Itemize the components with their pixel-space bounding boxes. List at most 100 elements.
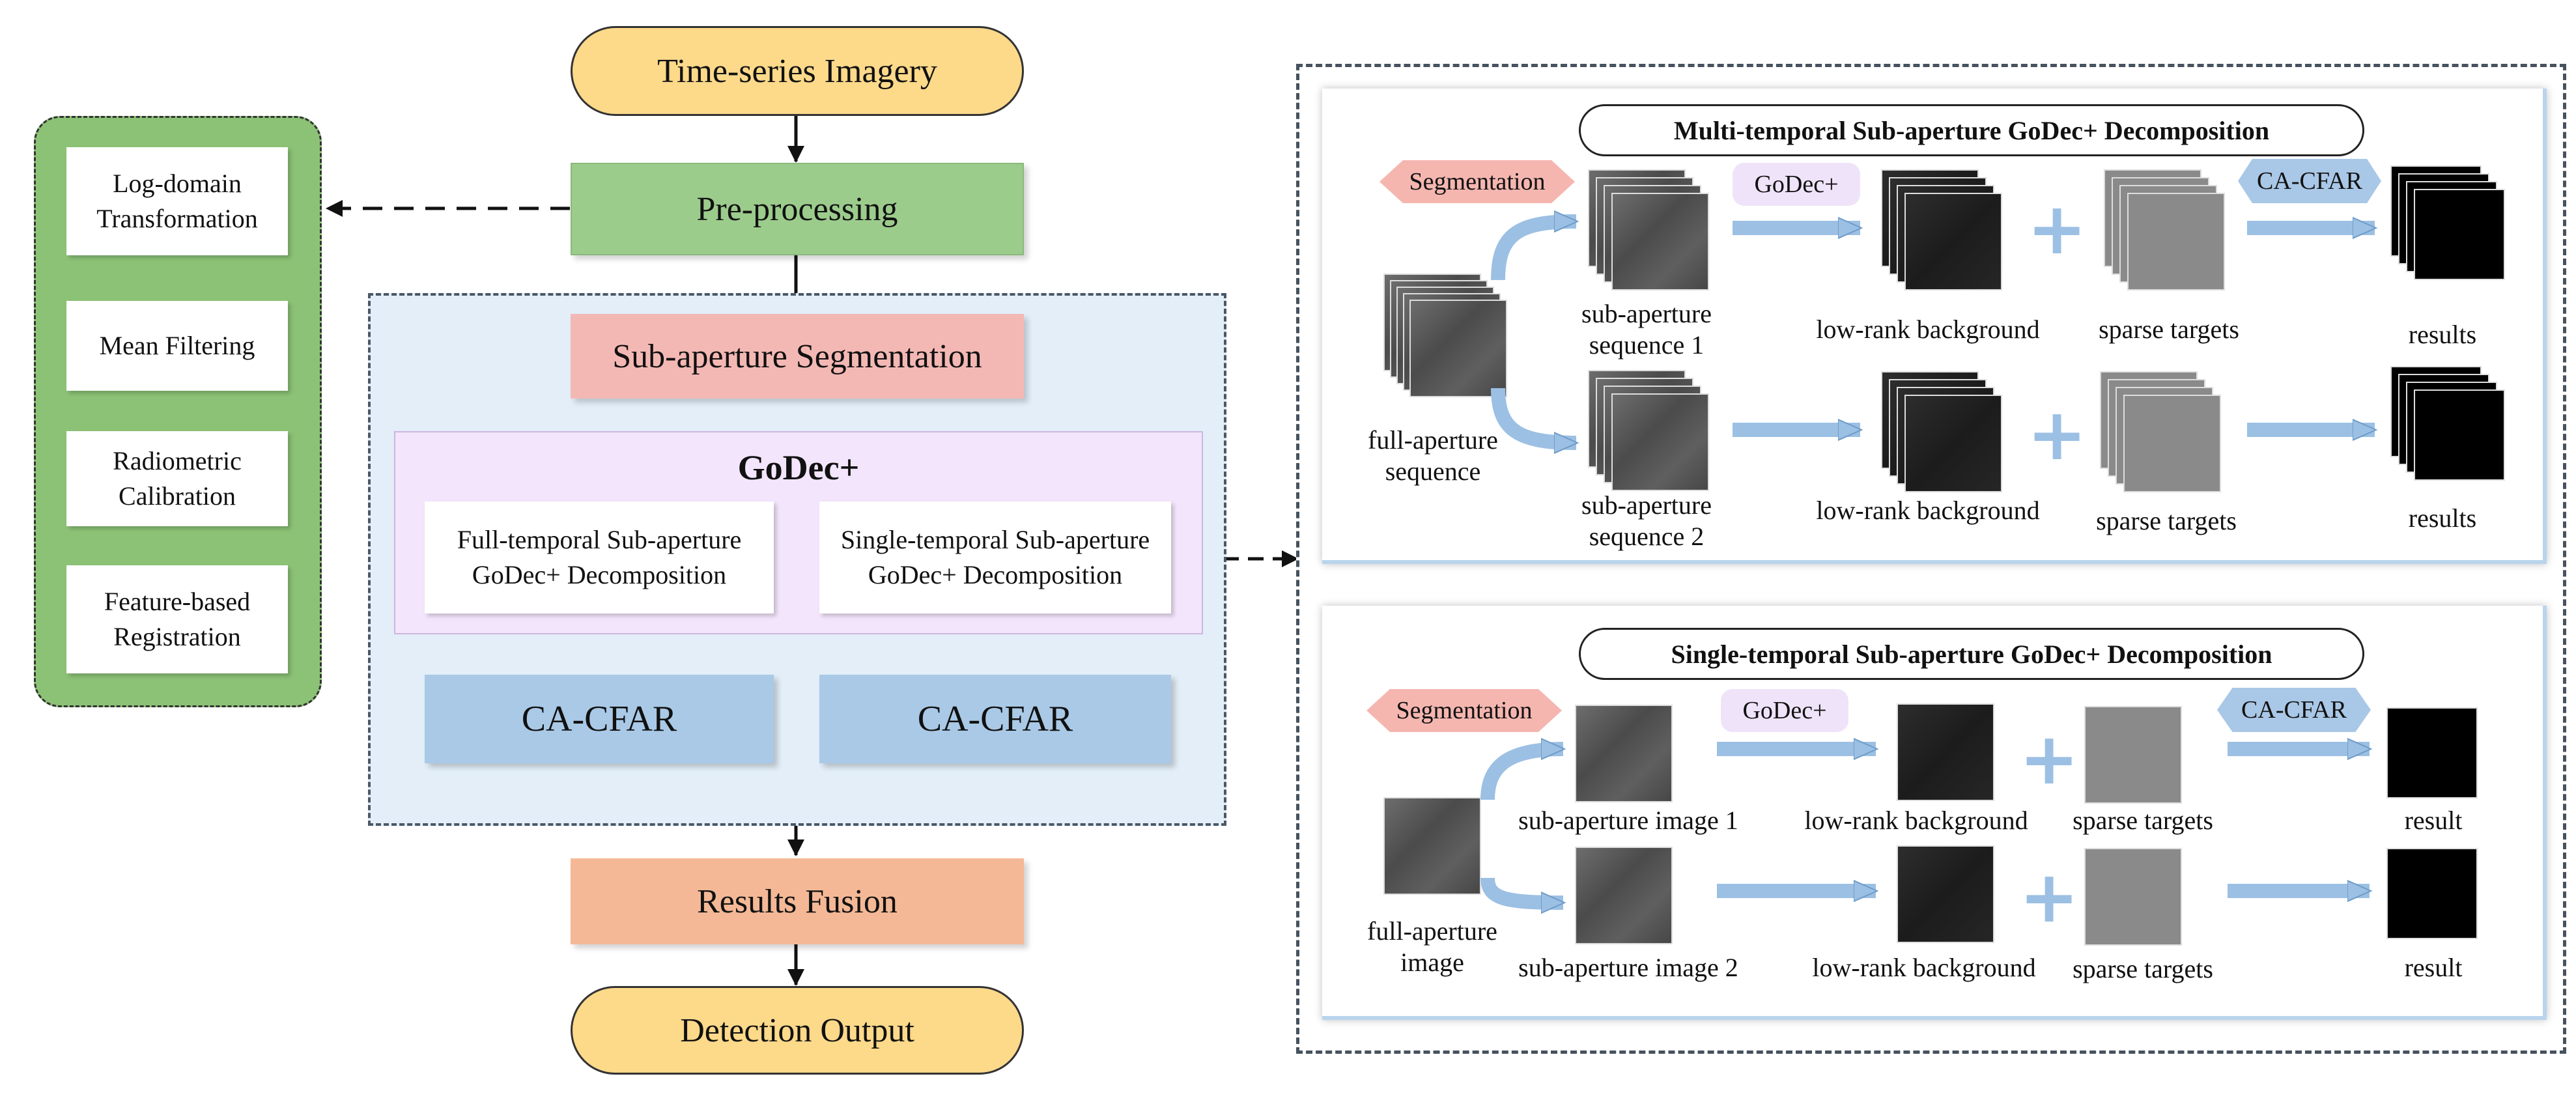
multi-sub2-text: sub-aperture sequence 2 (1581, 490, 1712, 551)
mean-filtering-label: Mean Filtering (99, 331, 255, 360)
multi-sparse2-label: sparse targets (2056, 505, 2277, 537)
single-sparse1-label: sparse targets (2039, 805, 2247, 836)
cfar-right-node: CA-CFAR (819, 675, 1171, 763)
full-temporal-label: Full-temporal Sub-aperture GoDec+ Decomp… (457, 525, 742, 589)
input-node: Time-series Imagery (571, 26, 1024, 116)
cfar-right-label: CA-CFAR (917, 699, 1073, 739)
multi-sub1-text: sub-aperture sequence 1 (1581, 299, 1712, 360)
fusion-node: Results Fusion (571, 858, 1024, 944)
single-result2-image (2386, 848, 2478, 939)
segmentation-label: Sub-aperture Segmentation (612, 337, 982, 375)
radiometric-calibration-label: Radiometric Calibration (113, 446, 242, 511)
stack-frame (2414, 389, 2505, 481)
stack-frame (1409, 300, 1507, 397)
log-domain-label: Log-domain Transformation (96, 169, 258, 233)
stack-frame (1611, 393, 1709, 491)
multi-results2-label: results (2377, 503, 2508, 534)
single-result1-text: result (2404, 806, 2463, 835)
multi-plus-1: + (2027, 187, 2088, 270)
multi-lowrank2-text: low-rank background (1816, 496, 2040, 525)
registration-step: Feature-based Registration (66, 565, 288, 673)
single-sub1-label: sub-aperture image 1 (1498, 805, 1759, 836)
godec-title: GoDec+ (394, 443, 1203, 492)
single-lowrank1-image (1897, 703, 1994, 801)
single-full-aperture-image (1383, 797, 1481, 895)
single-result1-label: result (2368, 805, 2498, 836)
log-domain-step: Log-domain Transformation (66, 147, 288, 255)
single-lowrank2-image (1897, 845, 1994, 943)
single-plus-2: + (2019, 855, 2080, 938)
single-sparse2-label: sparse targets (2039, 953, 2247, 985)
multi-results2-stack (2390, 366, 2518, 494)
single-sub2-text: sub-aperture image 2 (1518, 953, 1738, 982)
multi-sparse1-stack (2104, 169, 2231, 297)
multi-godec-tag: GoDec+ (1733, 163, 1860, 206)
single-cfar-tag-text: CA-CFAR (2241, 696, 2347, 724)
multi-sub2-label: sub-aperture sequence 2 (1562, 490, 1731, 552)
multi-sparse1-label: sparse targets (2058, 314, 2280, 345)
single-sparse2-text: sparse targets (2073, 954, 2213, 983)
multi-temporal-title: Multi-temporal Sub-aperture GoDec+ Decom… (1579, 104, 2364, 156)
segmentation-node: Sub-aperture Segmentation (571, 314, 1024, 399)
multi-full-aperture-label: full-aperture sequence (1348, 425, 1518, 487)
single-result1-image (2386, 707, 2478, 798)
preprocessing-label: Pre-processing (696, 190, 898, 228)
single-segmentation-tag-text: Segmentation (1396, 697, 1533, 724)
single-result2-text: result (2404, 953, 2463, 982)
single-full-aperture-text: full-aperture image (1367, 916, 1497, 977)
multi-lowrank1-text: low-rank background (1816, 315, 2040, 344)
single-plus-1: + (2019, 717, 2080, 800)
multi-sub1-stack (1588, 169, 1716, 297)
multi-sparse2-text: sparse targets (2096, 506, 2237, 535)
single-sub2-label: sub-aperture image 2 (1498, 952, 1759, 983)
multi-lowrank1-label: low-rank background (1798, 314, 2058, 345)
single-lowrank2-text: low-rank background (1812, 953, 2036, 982)
multi-full-aperture-text: full-aperture sequence (1368, 425, 1498, 486)
single-sub1-image (1575, 705, 1673, 802)
preprocessing-node: Pre-processing (571, 163, 1024, 255)
single-sparse1-image (2084, 706, 2182, 804)
mean-filtering-step: Mean Filtering (66, 301, 288, 391)
single-temporal-title: Single-temporal Sub-aperture GoDec+ Deco… (1579, 628, 2364, 680)
multi-segmentation-tag: Segmentation (1380, 160, 1575, 203)
multi-results2-text: results (2408, 503, 2477, 533)
stack-frame (1904, 193, 2002, 290)
output-node: Detection Output (571, 986, 1024, 1075)
single-temporal-title-text: Single-temporal Sub-aperture GoDec+ Deco… (1671, 639, 2272, 669)
single-sub1-text: sub-aperture image 1 (1518, 806, 1738, 835)
multi-godec-tag-text: GoDec+ (1754, 171, 1839, 198)
single-segmentation-tag: Segmentation (1366, 689, 1562, 732)
full-temporal-box: Full-temporal Sub-aperture GoDec+ Decomp… (425, 501, 774, 613)
single-godec-tag-text: GoDec+ (1742, 697, 1827, 724)
stack-frame (2123, 395, 2221, 492)
single-godec-tag: GoDec+ (1721, 689, 1848, 732)
single-temporal-box: Single-temporal Sub-aperture GoDec+ Deco… (819, 501, 1171, 613)
multi-lowrank1-stack (1881, 169, 2009, 297)
single-lowrank2-label: low-rank background (1794, 952, 2054, 983)
multi-cfar-tag: CA-CFAR (2238, 159, 2381, 203)
multi-results1-text: results (2408, 320, 2477, 349)
registration-label: Feature-based Registration (104, 587, 251, 651)
multi-lowrank2-label: low-rank background (1798, 495, 2058, 526)
multi-full-aperture-stack (1383, 274, 1511, 401)
stack-frame (2127, 193, 2225, 290)
input-label: Time-series Imagery (657, 52, 937, 90)
cfar-left-label: CA-CFAR (521, 699, 677, 739)
multi-sparse2-stack (2100, 371, 2228, 499)
fusion-label: Results Fusion (697, 882, 898, 920)
stack-frame (2414, 189, 2505, 280)
single-temporal-label: Single-temporal Sub-aperture GoDec+ Deco… (840, 525, 1150, 589)
single-result2-label: result (2368, 952, 2498, 983)
godec-title-text: GoDec+ (737, 448, 860, 487)
single-full-aperture-label: full-aperture image (1344, 916, 1520, 978)
stack-frame (1611, 193, 1709, 290)
multi-plus-2: + (2027, 393, 2088, 476)
multi-results1-stack (2390, 165, 2518, 293)
stack-frame (1904, 395, 2002, 492)
multi-sub1-label: sub-aperture sequence 1 (1562, 298, 1731, 361)
single-lowrank1-label: low-rank background (1786, 805, 2046, 836)
multi-temporal-title-text: Multi-temporal Sub-aperture GoDec+ Decom… (1673, 115, 2270, 145)
multi-sub2-stack (1588, 370, 1716, 498)
single-lowrank1-text: low-rank background (1804, 806, 2028, 835)
